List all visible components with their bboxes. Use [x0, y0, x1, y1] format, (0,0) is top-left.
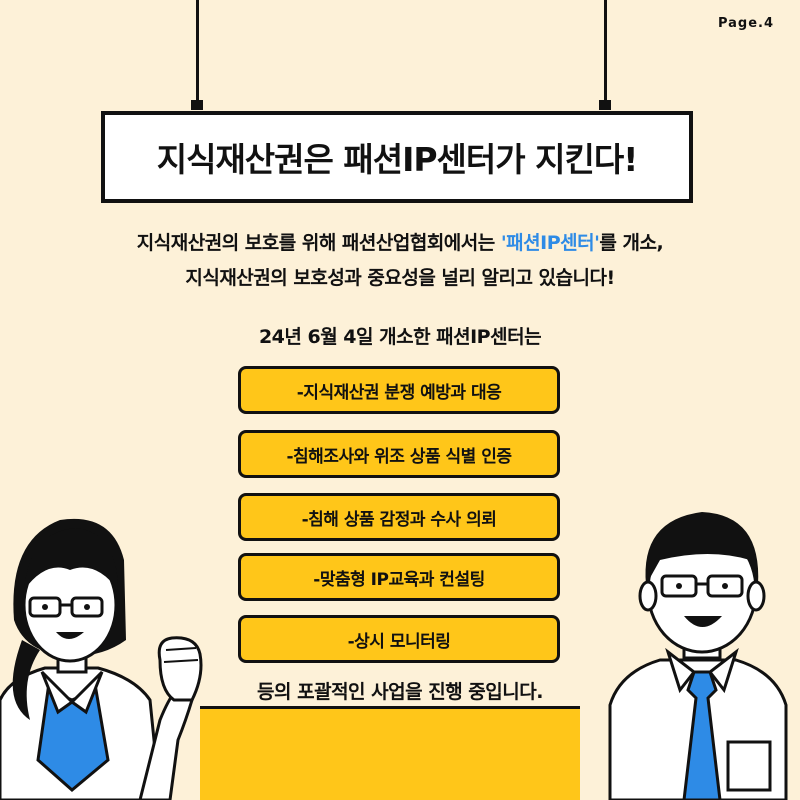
title-sign: 지식재산권은 패션IP센터가 지킨다! [101, 111, 693, 203]
service-item: -침해조사와 위조 상품 식별 인증 [238, 430, 560, 478]
man-illustration [608, 512, 788, 800]
page-number: Page.4 [717, 16, 774, 31]
opening-statement: 24년 6월 4일 개소한 패션IP센터는 [258, 326, 542, 348]
intro-line-1-pre: 지식재산권의 보호를 위해 패션산업협회에서는 [136, 232, 501, 254]
hanging-hook-right [599, 100, 611, 110]
intro-text: 지식재산권의 보호를 위해 패션산업협회에서는 '패션IP센터'를 개소, 지식… [40, 226, 760, 296]
intro-highlight: '패션IP센터' [500, 232, 600, 254]
closing-statement: 등의 포괄적인 사업을 진행 중입니다. [257, 681, 543, 703]
hanging-wire-left [196, 0, 199, 104]
service-item: -지식재산권 분쟁 예방과 대응 [238, 366, 560, 414]
hanging-wire-right [604, 0, 607, 104]
intro-line-1: 지식재산권의 보호를 위해 패션산업협회에서는 '패션IP센터'를 개소, [40, 226, 760, 261]
service-item: -상시 모니터링 [238, 615, 560, 663]
intro-line-1-post: 를 개소, [599, 232, 664, 254]
woman-illustration [0, 518, 203, 800]
hanging-hook-left [191, 100, 203, 110]
service-item: -맞춤형 IP교육과 컨설팅 [238, 553, 560, 601]
service-item: -침해 상품 감정과 수사 의뢰 [238, 493, 560, 541]
desk-illustration [200, 706, 580, 800]
page-title: 지식재산권은 패션IP센터가 지킨다! [156, 140, 639, 179]
intro-line-2: 지식재산권의 보호성과 중요성을 널리 알리고 있습니다! [185, 267, 615, 289]
